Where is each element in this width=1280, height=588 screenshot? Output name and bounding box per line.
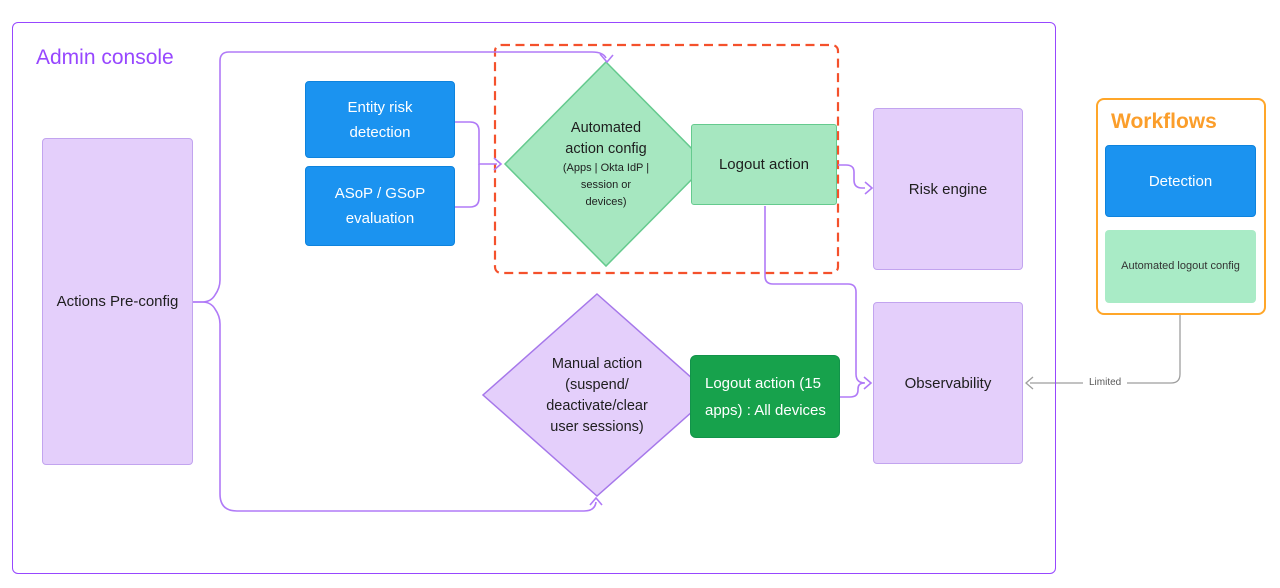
limited-connector-label: Limited	[1083, 377, 1128, 388]
node-label-line: evaluation	[345, 210, 415, 227]
node-asop-gsop-evaluation: ASoP / GSoP evaluation	[305, 166, 455, 246]
node-label-line: apps) : All devices	[705, 401, 826, 419]
node-label: Observability	[904, 374, 992, 392]
diamond-label-line: Automated	[570, 119, 642, 136]
diamond-label-line: user sessions)	[550, 418, 644, 435]
workflows-title: Workflows	[1111, 110, 1217, 133]
diamond-label-line: (suspend/	[565, 376, 629, 393]
node-label-line: ASoP / GSoP	[334, 185, 426, 202]
node-entity-risk-detection: Entity risk detection	[305, 81, 455, 158]
diamond-label-line: devices)	[585, 195, 627, 208]
node-logout-all-devices: Logout action (15 apps) : All devices	[690, 355, 840, 438]
diamond-label-line: action config	[565, 140, 647, 157]
automated-action-diamond-label: Automated action config (Apps | Okta IdP…	[516, 112, 696, 216]
admin-console-title: Admin console	[36, 46, 174, 69]
diamond-label-line: (Apps | Okta IdP |	[562, 161, 650, 174]
node-label: Actions Pre-config	[56, 293, 179, 310]
node-label: Detection	[1148, 172, 1213, 190]
node-detection: Detection	[1105, 145, 1256, 217]
node-observability: Observability	[873, 302, 1023, 464]
node-label-line: detection	[349, 123, 411, 141]
node-actions-preconfig: Actions Pre-config	[42, 138, 193, 465]
node-label-line: Entity risk	[347, 98, 413, 116]
diamond-label-line: deactivate/clear	[546, 397, 648, 414]
manual-action-diamond-label: Manual action (suspend/ deactivate/clear…	[507, 348, 687, 443]
node-label: Logout action	[718, 156, 810, 173]
node-risk-engine: Risk engine	[873, 108, 1023, 270]
node-automated-logout-config: Automated logout config	[1105, 230, 1256, 303]
node-label: Risk engine	[908, 180, 988, 198]
diamond-label-line: session or	[580, 178, 632, 191]
node-label-line: Logout action (15	[705, 374, 821, 392]
admin-console-frame	[12, 22, 1056, 574]
node-logout-action: Logout action	[691, 124, 837, 205]
diamond-label-line: Manual action	[551, 355, 643, 372]
node-label: Automated logout config	[1121, 260, 1240, 272]
